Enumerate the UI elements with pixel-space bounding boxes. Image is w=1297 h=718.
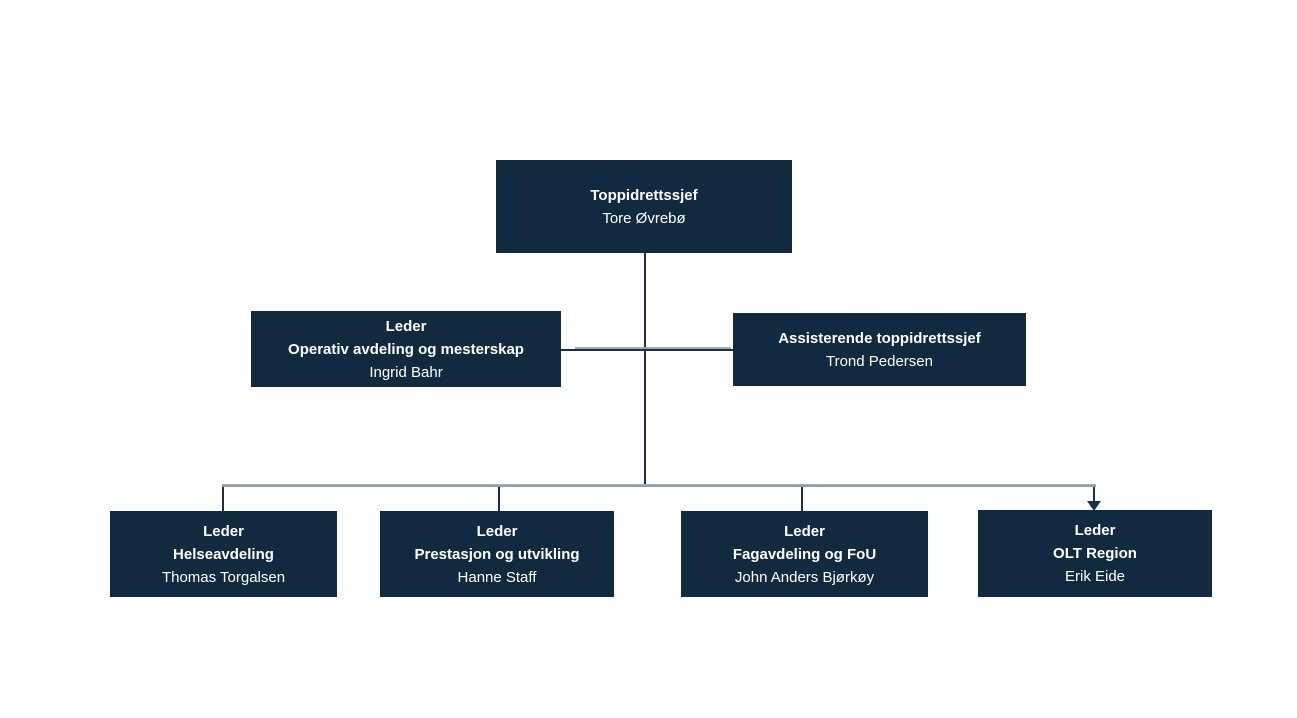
connector-middle-horizontal-gray <box>575 347 731 349</box>
node-dept: Operativ avdeling og mesterskap <box>288 340 524 358</box>
node-role: Leder <box>1074 522 1116 539</box>
connector-drop-prestasjon <box>498 487 500 511</box>
connector-bottom-bus <box>222 484 1096 487</box>
node-role: Assisterende toppidrettssjef <box>778 329 981 347</box>
node-person: Ingrid Bahr <box>369 363 443 381</box>
node-role: Leder <box>203 522 244 540</box>
connector-drop-fagavdeling <box>801 487 803 511</box>
node-role: Leder <box>385 317 427 335</box>
connector-trunk-vertical <box>644 253 646 486</box>
org-node-assisterende-toppidrettssjef: Assisterende toppidrettssjef Trond Peder… <box>733 313 1026 386</box>
node-person: Tore Øvrebø <box>602 209 686 227</box>
org-node-toppidrettssjef: Toppidrettssjef Tore Øvrebø <box>496 160 792 253</box>
node-dept: OLT Region <box>1053 545 1137 562</box>
node-role: Leder <box>476 522 518 540</box>
org-node-prestasjon-og-utvikling: Leder Prestasjon og utvikling Hanne Staf… <box>380 511 614 597</box>
node-person: Erik Eide <box>1064 568 1126 585</box>
node-dept: Prestasjon og utvikling <box>414 545 580 563</box>
node-role: Leder <box>784 522 825 540</box>
connector-middle-horizontal <box>561 349 733 351</box>
node-dept: Helseavdeling <box>173 545 274 563</box>
node-person: Hanne Staff <box>457 568 537 586</box>
node-person: Thomas Torgalsen <box>161 568 286 586</box>
arrowhead-down-icon <box>1087 501 1101 511</box>
org-node-operativ-avdeling: Leder Operativ avdeling og mesterskap In… <box>251 311 561 387</box>
node-person: Trond Pedersen <box>825 352 933 370</box>
org-node-fagavdeling-og-fou: Leder Fagavdeling og FoU John Anders Bjø… <box>681 511 928 597</box>
node-person: John Anders Bjørkøy <box>734 568 875 586</box>
connector-drop-helseavdeling <box>222 487 224 511</box>
org-node-helseavdeling: Leder Helseavdeling Thomas Torgalsen <box>110 511 337 597</box>
node-role: Toppidrettssjef <box>590 186 698 204</box>
org-node-olt-region: Leder OLT Region Erik Eide <box>978 510 1212 597</box>
node-dept: Fagavdeling og FoU <box>732 545 877 563</box>
connector-drop-olt-region <box>1093 487 1095 502</box>
